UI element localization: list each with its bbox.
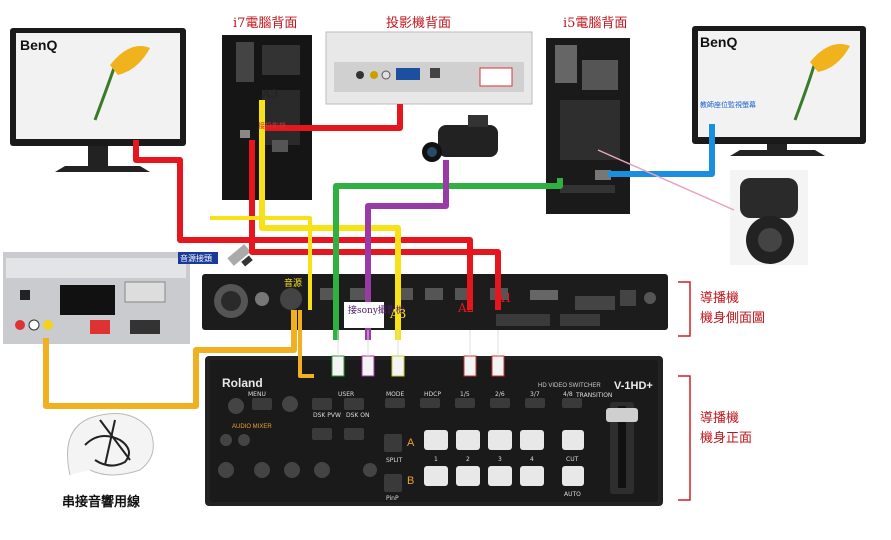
switcher-name: V-1HD+ [614,380,653,392]
menu-label: MENU [248,391,266,398]
switcher-model: HD VIDEO SWITCHER [538,383,601,389]
switcher-brand: Roland [222,376,263,390]
left-monitor: BenQ [10,28,186,172]
label-switcher-front-1: 導播機 [700,411,739,426]
label-cable-caption: 串接音響用線 [62,494,141,510]
label-a3-switcher: A3 [389,307,406,321]
audio-mixer-label: AUDIO MIXER [232,424,272,430]
projector [325,31,533,105]
dsk-pvw-label: DSK PVW [313,412,341,419]
cable-connectors [331,330,505,377]
i7-pc-tower [222,35,312,200]
sony-camcorder [422,115,498,162]
mem-15-label: 1/5 [460,391,470,398]
transition-label: TRANSITION [575,392,612,399]
purple-cable-sony [365,160,449,340]
auto-label: AUTO [564,491,581,498]
a-row-label: A [407,437,415,449]
orange-cable-amplifier [43,310,297,409]
label-switcher-side-2: 機身側面圖 [700,310,765,326]
switcher-side-panel [202,274,668,330]
teacher-monitor-label: 教師座位監視螢幕 [700,100,756,109]
yellow-cable-i7 [259,100,401,340]
label-switcher-side-1: 導播機 [700,291,739,306]
mem-48-label: 4/8 [563,391,573,398]
orange-cable-short [298,310,314,378]
label-i5-back: i5電腦背面 [563,16,627,31]
label-switcher-front-2: 機身正面 [700,430,752,446]
pinp-label: PinP [386,495,399,502]
label-a1: A1 [495,291,512,305]
user-label: USER [338,391,354,398]
switcher-front-panel: Roland HD VIDEO SWITCHER V-1HD+ MENU USE… [205,356,663,506]
yellow-cable-audio [210,216,312,310]
split-label: SPLIT [386,457,403,464]
label-i7-back: i7電腦背面 [233,16,297,31]
hdcp-label: HDCP [424,391,441,398]
front-bracket [678,375,691,501]
audio-amplifier [3,252,190,344]
audio-cable-coil [67,413,154,476]
i5-pc-tower [546,38,630,214]
label-a3-i7: A3 [261,87,278,101]
xlr-connector [227,244,253,267]
btn-3-label: 3 [498,456,502,463]
left-monitor-brand: BenQ [20,37,57,53]
red-cable-switcher-a1 [249,140,501,310]
pink-line-ptz [597,149,735,211]
mem-37-label: 3/7 [530,391,540,398]
mode-label: MODE [386,391,405,398]
audio-input-badge [178,252,218,264]
label-sony-cam: 接sony攝影機 [348,304,405,316]
b-row-label: B [407,475,414,487]
btn-2-label: 2 [466,456,470,463]
cables [43,100,735,409]
dsk-on-label: DSK ON [346,412,369,419]
label-a2: A2 [457,301,474,315]
right-monitor: BenQ 教師座位監視螢幕 [692,26,866,156]
btn-1-label: 1 [434,456,438,463]
blue-cable-i5-monitor [608,124,715,177]
right-monitor-brand: BenQ [700,34,737,50]
mem-26-label: 2/6 [495,391,505,398]
label-projector-back: 投影機背面 [386,15,451,31]
brackets [678,281,691,501]
cut-label: CUT [566,456,579,463]
sony-label-box [344,302,384,328]
label-audio: 音源 [284,277,302,289]
label-audio-input: 音源接頭 [180,253,212,263]
ptz-camera [730,170,808,265]
label-projector-i7: 接投影機 [258,121,286,130]
btn-4-label: 4 [530,456,534,463]
side-bracket [678,281,691,337]
